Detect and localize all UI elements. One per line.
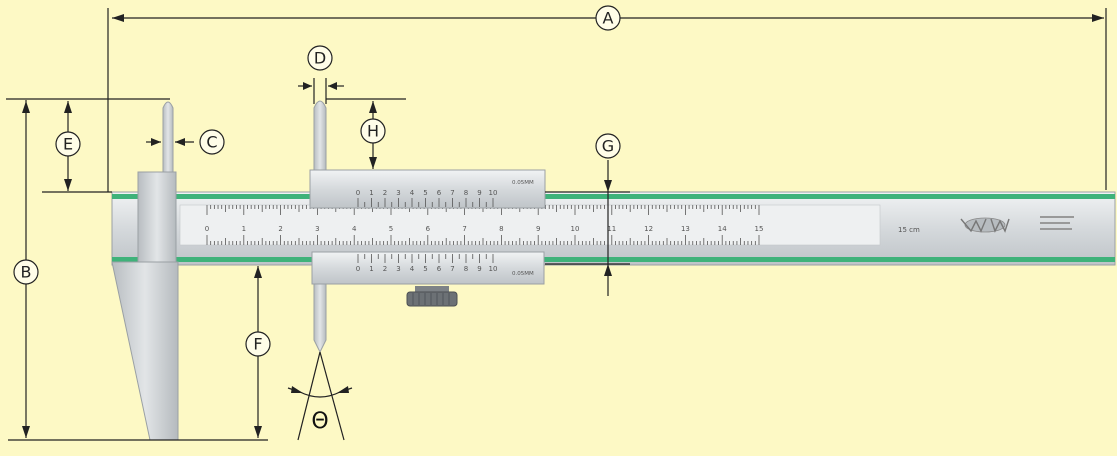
label-d: D [307, 45, 333, 71]
vernier-number: 10 [489, 189, 498, 197]
main-scale-number: 1 [242, 225, 246, 233]
vernier-number: 0 [356, 189, 360, 197]
vernier-unit-bottom: 0.05MM [512, 271, 534, 277]
vernier-number: 7 [450, 265, 454, 273]
main-scale-number: 4 [352, 225, 357, 233]
label-b: B [13, 259, 39, 285]
main-scale-plate [179, 204, 881, 246]
main-scale-number: 5 [389, 225, 393, 233]
main-scale-number: 14 [718, 225, 727, 233]
vernier-number: 4 [410, 189, 415, 197]
vernier-unit-top: 0.05MM [512, 180, 534, 186]
vernier-number: 9 [477, 189, 481, 197]
main-scale-number: 2 [278, 225, 282, 233]
main-scale-number: 12 [644, 225, 653, 233]
main-scale-number: 0 [205, 225, 209, 233]
vernier-number: 3 [396, 265, 400, 273]
top-green-stripe [112, 194, 1115, 199]
vernier-number: 3 [396, 189, 400, 197]
vernier-number: 0 [356, 265, 360, 273]
label-f: F [245, 331, 271, 357]
vernier-number: 4 [410, 265, 415, 273]
vernier-number: 2 [383, 189, 387, 197]
scale-unit-label: 15 cm [898, 226, 920, 234]
manufacturer-logo [960, 217, 1010, 233]
main-scale-number: 3 [315, 225, 319, 233]
fixed-upper-nib [162, 101, 174, 173]
vernier-number: 7 [450, 189, 454, 197]
vernier-lower-plate [311, 251, 545, 285]
svg-text:D: D [314, 49, 326, 68]
vernier-number: 8 [464, 189, 468, 197]
vernier-number: 5 [423, 265, 427, 273]
svg-text:H: H [367, 122, 379, 141]
label-a: A [595, 5, 621, 31]
main-scale-number: 11 [607, 225, 616, 233]
vernier-bottom-ticks [357, 254, 494, 263]
dimension-lines [6, 8, 1107, 441]
main-scale-number: 10 [571, 225, 580, 233]
main-scale-number: 9 [536, 225, 540, 233]
svg-text:E: E [63, 135, 73, 154]
label-g: G [595, 133, 621, 159]
bottom-green-stripe [112, 257, 1115, 262]
thumb-wheel-stem [415, 286, 449, 294]
label-theta: Θ [311, 409, 328, 434]
svg-text:A: A [603, 9, 614, 28]
vernier-number: 9 [477, 265, 481, 273]
svg-text:C: C [206, 133, 217, 152]
vernier-number: 1 [369, 265, 373, 273]
svg-text:B: B [21, 263, 32, 282]
svg-text:F: F [253, 335, 262, 354]
vernier-top-ticks [357, 198, 494, 207]
main-scale-number: 8 [499, 225, 503, 233]
label-h: H [360, 118, 386, 144]
main-scale-number: 15 [755, 225, 764, 233]
main-scale-number: 7 [462, 225, 466, 233]
vernier-number: 1 [369, 189, 373, 197]
fixed-jaw [111, 101, 179, 441]
vernier-number: 6 [437, 265, 442, 273]
main-scale-number: 13 [681, 225, 690, 233]
svg-text:G: G [602, 137, 614, 156]
manufacturer-fine-print [1040, 216, 1074, 230]
vernier-number: 6 [437, 189, 442, 197]
slider-upper-nib [313, 100, 327, 173]
main-scale-number: 6 [426, 225, 431, 233]
vernier-number: 8 [464, 265, 468, 273]
vernier-number: 2 [383, 265, 387, 273]
label-e: E [55, 131, 81, 157]
vernier-number: 10 [489, 265, 498, 273]
vernier-number: 5 [423, 189, 427, 197]
vernier-upper-plate [309, 169, 546, 209]
label-c: C [199, 129, 225, 155]
